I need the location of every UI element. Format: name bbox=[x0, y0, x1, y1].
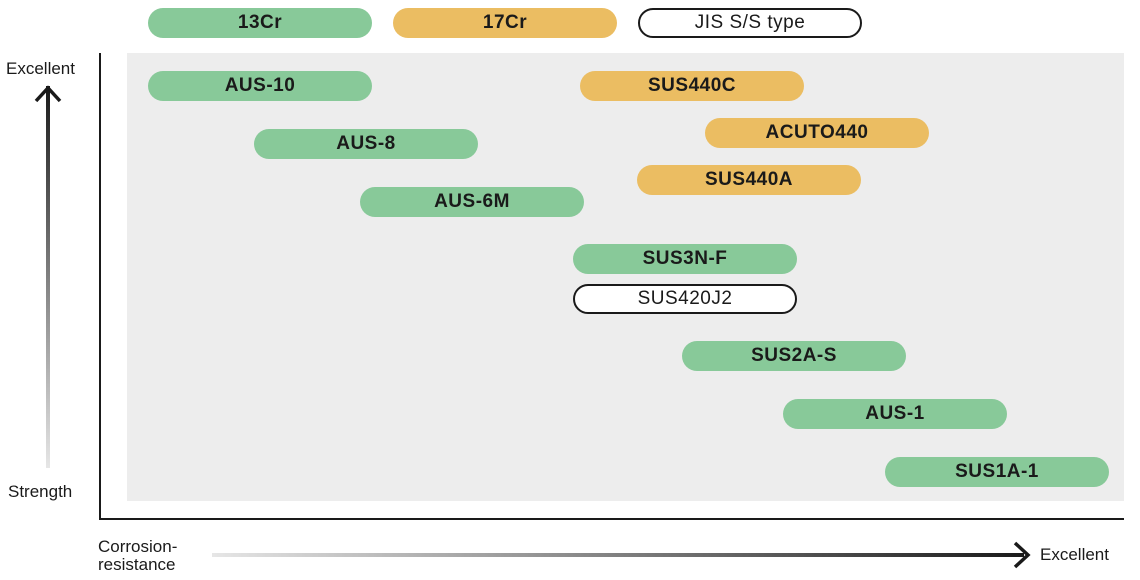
steel-acuto440: ACUTO440 bbox=[705, 118, 929, 148]
steel-aus-6m: AUS-6M bbox=[360, 187, 584, 217]
steel-aus-10: AUS-10 bbox=[148, 71, 372, 101]
steel-sus440a: SUS440A bbox=[637, 165, 861, 195]
legend-13cr: 13Cr bbox=[148, 8, 372, 38]
x-axis-end-label: Excellent bbox=[1040, 545, 1109, 564]
steel-sus3n-f: SUS3N-F bbox=[573, 244, 797, 274]
y-axis-bottom-label: Strength bbox=[8, 482, 73, 501]
corrosion-arrow-icon bbox=[212, 541, 1031, 569]
steel-sus1a-1: SUS1A-1 bbox=[885, 457, 1109, 487]
legend-jis: JIS S/S type bbox=[638, 8, 862, 38]
steel-sus420j2: SUS420J2 bbox=[573, 284, 797, 314]
strength-arrow-icon bbox=[34, 85, 62, 468]
steel-aus-8: AUS-8 bbox=[254, 129, 478, 159]
steel-aus-1: AUS-1 bbox=[783, 399, 1007, 429]
legend-17cr: 17Cr bbox=[393, 8, 617, 38]
steel-sus2a-s: SUS2A-S bbox=[682, 341, 906, 371]
x-axis-label-line2: resistance bbox=[98, 555, 176, 574]
x-axis-line bbox=[99, 518, 1124, 520]
y-axis-top-label: Excellent bbox=[6, 59, 75, 78]
steel-sus440c: SUS440C bbox=[580, 71, 804, 101]
x-axis-label-line1: Corrosion- bbox=[98, 537, 178, 556]
y-axis-line bbox=[99, 53, 101, 520]
plot-area bbox=[127, 53, 1124, 501]
